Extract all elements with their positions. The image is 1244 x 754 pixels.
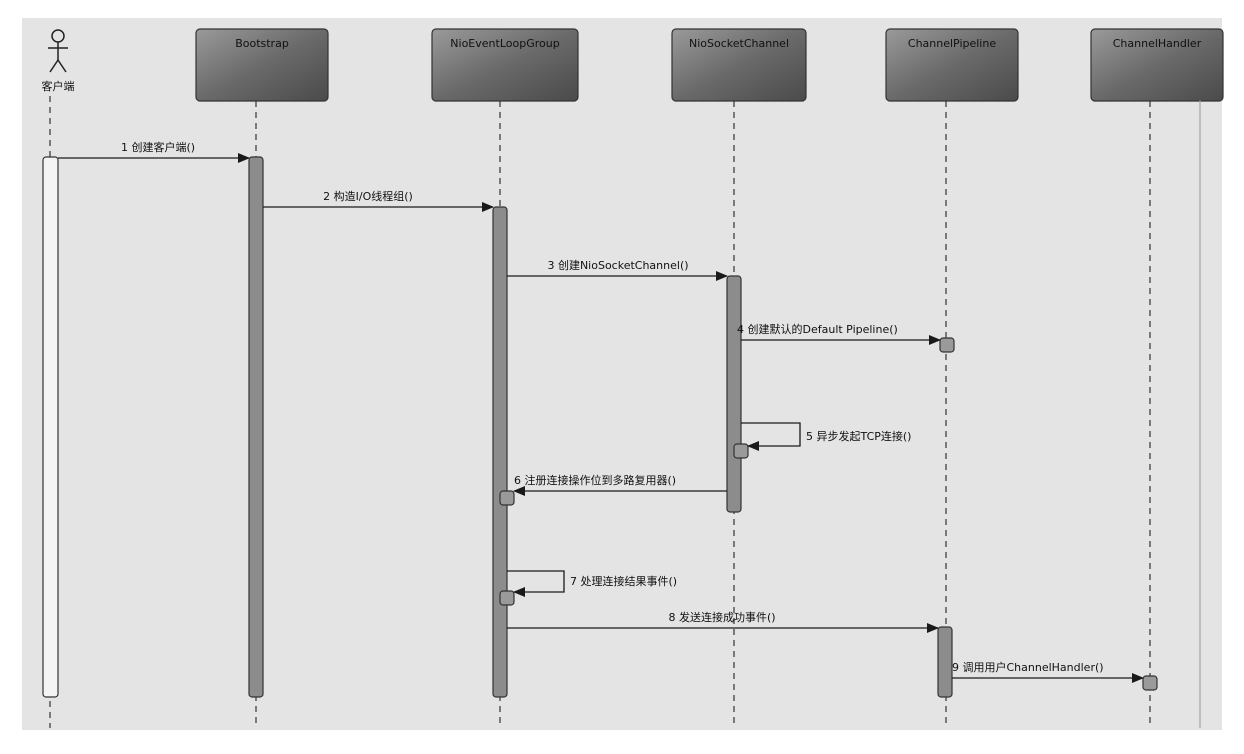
message-1-label: 1 创建客户端() [121, 140, 195, 154]
participant-label: Bootstrap [235, 37, 289, 50]
participant-niosocketchannel: NioSocketChannel [671, 28, 807, 102]
activation-group-register [499, 490, 515, 506]
participant-bootstrap: Bootstrap [195, 28, 329, 102]
activation-group-self [499, 590, 515, 606]
activation-client [42, 156, 59, 698]
client-actor: 客户端 [42, 29, 75, 93]
message-4-label: 4 创建默认的Default Pipeline() [737, 322, 898, 336]
participant-channelhandler: ChannelHandler [1090, 28, 1224, 102]
activation-bootstrap [248, 156, 264, 698]
participant-nioeventloopgroup: NioEventLoopGroup [431, 28, 579, 102]
message-labels: 1 创建客户端() 2 构造I/O线程组() 3 创建NioSocketChan… [121, 140, 1104, 674]
participant-label: ChannelPipeline [908, 37, 996, 50]
message-7-label: 7 处理连接结果事件() [570, 575, 677, 588]
message-3-label: 3 创建NioSocketChannel() [547, 258, 688, 272]
activation-nioeventloopgroup [492, 206, 508, 698]
activation-channel-self [733, 443, 749, 459]
participant-box [1090, 28, 1224, 102]
participant-label: ChannelHandler [1113, 37, 1202, 50]
participant-box [431, 28, 579, 102]
activation-handler [1142, 675, 1158, 691]
participant-channelpipeline: ChannelPipeline [885, 28, 1019, 102]
participant-label: NioSocketChannel [689, 37, 789, 50]
participant-box [885, 28, 1019, 102]
message-lines [58, 153, 1144, 683]
activations [42, 156, 1158, 698]
message-6-label: 6 注册连接操作位到多路复用器() [514, 473, 676, 487]
participant-box [195, 28, 329, 102]
message-2-label: 2 构造I/O线程组() [323, 189, 413, 203]
activation-pipeline-small [939, 337, 955, 353]
message-5-arrow [741, 422, 801, 451]
message-9-label: 9 调用用户ChannelHandler() [952, 660, 1104, 674]
activation-pipeline [937, 626, 953, 698]
message-8-label: 8 发送连接成功事件() [668, 610, 775, 624]
activation-niosocketchannel [726, 275, 742, 513]
participant-box [671, 28, 807, 102]
participant-label: NioEventLoopGroup [450, 37, 559, 50]
actor-label: 客户端 [42, 79, 75, 93]
message-7-arrow [507, 570, 565, 597]
diagram-canvas [22, 18, 1222, 730]
message-5-label: 5 异步发起TCP连接() [806, 429, 911, 443]
